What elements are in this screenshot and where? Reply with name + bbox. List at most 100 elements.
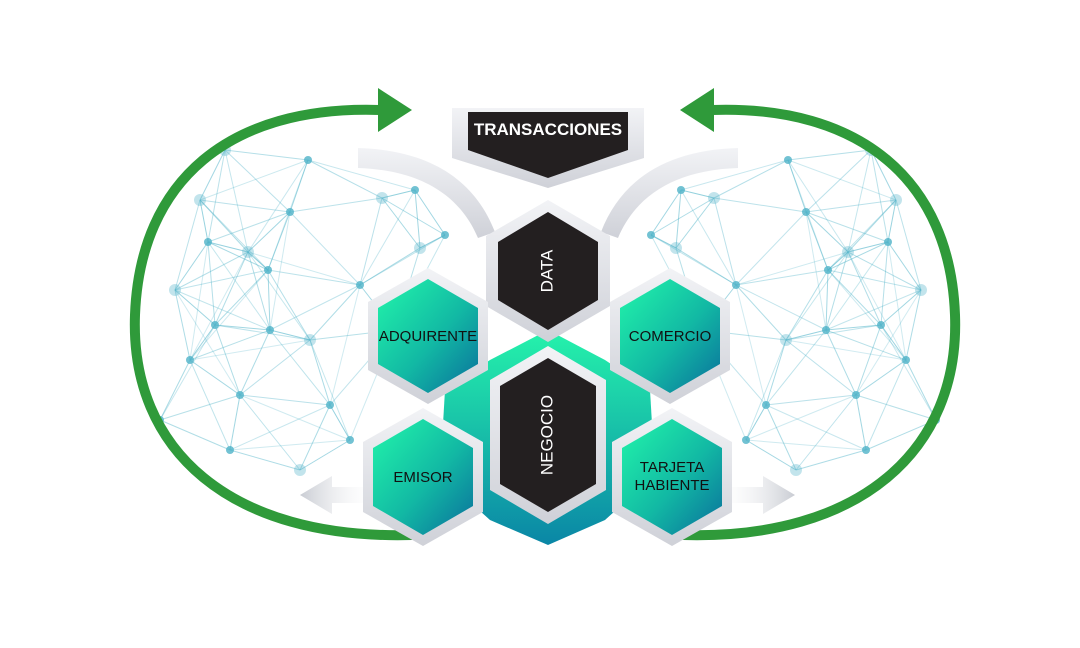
network-link [745, 439, 867, 451]
network-node [204, 238, 212, 246]
network-link [735, 284, 827, 331]
network-link [289, 197, 383, 213]
network-link [247, 159, 309, 253]
network-node [915, 284, 927, 296]
network-link [650, 189, 682, 236]
network-link [289, 159, 309, 213]
network-link [847, 149, 872, 253]
network-link [865, 419, 937, 451]
network-link [847, 241, 889, 253]
network-link [855, 359, 907, 396]
network-link [855, 324, 882, 396]
network-link [224, 149, 309, 161]
network-link [825, 329, 907, 361]
hex-emisor-label: EMISOR [393, 469, 452, 486]
hex-tarjeta-label-line2: HABIENTE [634, 477, 709, 494]
network-link [309, 339, 331, 406]
network-link [650, 197, 715, 236]
network-node [376, 192, 388, 204]
hex-emisor: EMISOR [363, 408, 483, 546]
network-link [247, 251, 361, 286]
network-link [887, 241, 922, 291]
network-link [735, 211, 807, 286]
network-link [289, 211, 361, 286]
network-link [247, 251, 271, 331]
network-link [870, 149, 897, 201]
network-link [680, 189, 737, 286]
network-node [790, 464, 802, 476]
network-node [670, 242, 682, 254]
network-link [855, 394, 867, 451]
hex-tarjeta-label-line1: TARJETA [640, 459, 704, 476]
network-link [159, 419, 231, 451]
network-link [805, 211, 849, 253]
network-node [890, 194, 902, 206]
network-node [877, 321, 885, 329]
network-link [675, 189, 682, 249]
hex-data: DATA [486, 200, 610, 342]
network-link [189, 359, 231, 451]
network-node [264, 266, 272, 274]
network-link [713, 197, 737, 286]
network-link [214, 269, 269, 326]
network-link [309, 339, 351, 441]
network-node [762, 401, 770, 409]
network-link [650, 234, 737, 286]
network-link [827, 269, 907, 361]
network-link [199, 159, 309, 201]
network-link [765, 329, 827, 406]
network-link [174, 289, 271, 331]
network-link [847, 251, 922, 291]
network-link [735, 269, 829, 286]
cycle-arrow-right [680, 88, 961, 541]
network-link [207, 241, 269, 271]
network-link [189, 324, 216, 361]
network-node [286, 208, 294, 216]
hex-comercio: COMERCIO [610, 268, 730, 404]
network-node [411, 186, 419, 194]
network-link [159, 324, 216, 421]
network-node [822, 326, 830, 334]
network-link [895, 199, 922, 291]
network-link [805, 199, 897, 213]
network-link [174, 289, 241, 396]
network-link [827, 251, 849, 271]
network-link [229, 394, 241, 451]
network-node [186, 356, 194, 364]
network-link [765, 339, 787, 406]
network-link [765, 404, 867, 451]
network-node [266, 326, 274, 334]
network-link [735, 284, 767, 406]
network-link [795, 394, 857, 471]
network-node [842, 246, 854, 258]
network-link [189, 359, 241, 396]
network-link [239, 329, 271, 396]
network-link [419, 234, 446, 249]
network-link [229, 449, 301, 471]
network-node [242, 246, 254, 258]
network-link [847, 251, 882, 326]
network-link [745, 404, 767, 441]
network-node [414, 242, 426, 254]
network-link [269, 211, 291, 331]
side-arrow-left [300, 476, 380, 514]
network-link [805, 211, 889, 243]
network-node [356, 281, 364, 289]
network-link [650, 234, 677, 249]
network-link [269, 329, 311, 341]
hex-adquirente: ADQUIRENTE [368, 268, 488, 404]
network-node [226, 446, 234, 454]
network-link [787, 159, 807, 213]
network-node [304, 156, 312, 164]
network-link [247, 251, 269, 271]
network-link [381, 197, 421, 249]
network-link [267, 269, 311, 341]
silver-ribbon-right [601, 148, 738, 238]
network-link [880, 241, 889, 326]
network-link [224, 149, 249, 253]
network-link [174, 251, 249, 291]
network-link [329, 404, 351, 441]
network-node [169, 284, 181, 296]
network-node [802, 208, 810, 216]
